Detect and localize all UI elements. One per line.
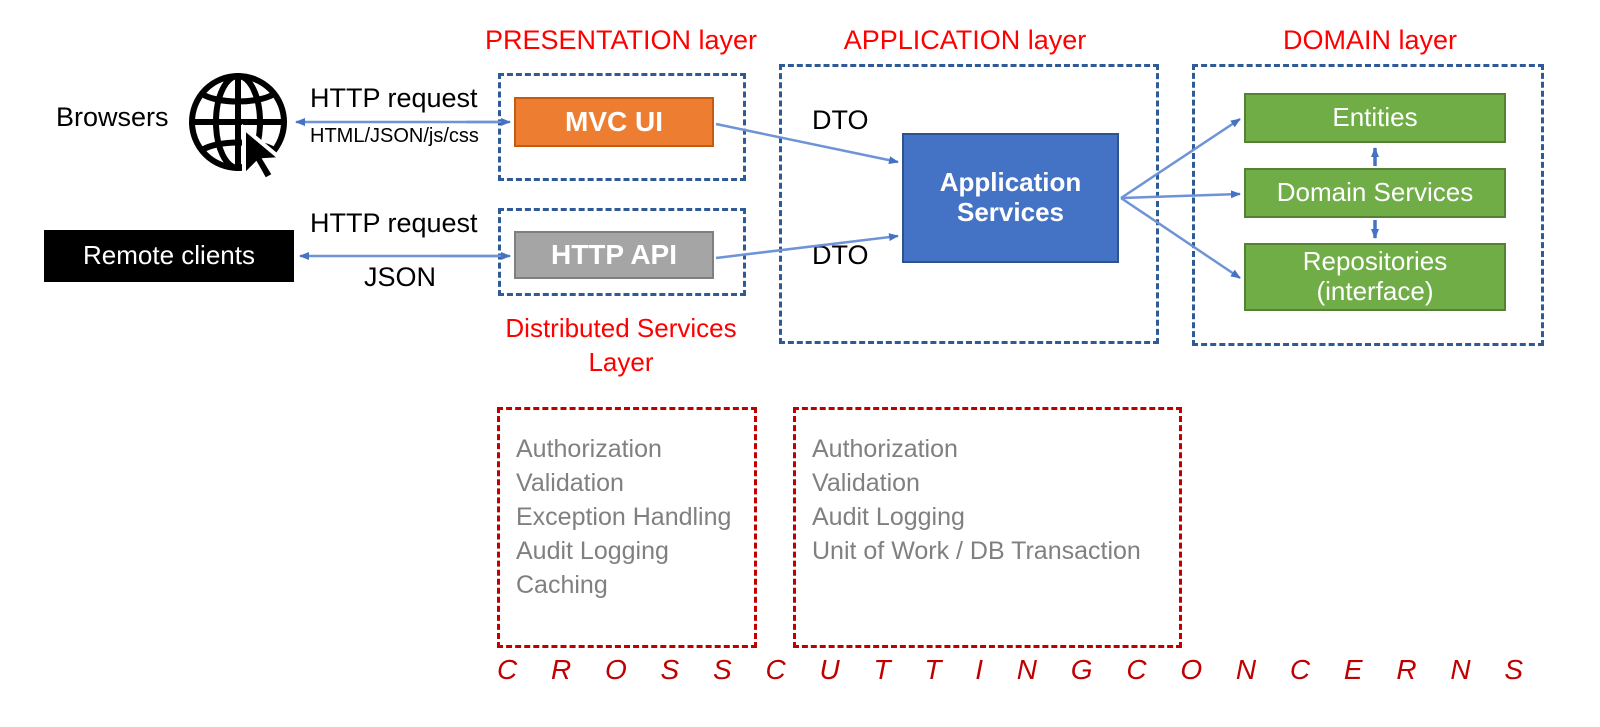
- remote-http-request-label: HTTP request: [310, 208, 478, 238]
- entities-node[interactable]: Entities: [1244, 93, 1506, 143]
- dto-top-label: DTO: [812, 105, 869, 135]
- application-services-node[interactable]: Application Services: [902, 133, 1119, 263]
- distributed-services-concerns-box: Authorization Validation Exception Handl…: [497, 407, 757, 648]
- mvc-ui-node[interactable]: MVC UI: [514, 97, 714, 147]
- presentation-layer-label: PRESENTATION layer: [484, 25, 758, 55]
- globe-cursor-icon: [186, 70, 296, 183]
- browsers-label: Browsers: [56, 102, 169, 132]
- application-concerns-box: Authorization Validation Audit Logging U…: [793, 407, 1182, 648]
- application-layer-label: APPLICATION layer: [843, 25, 1087, 55]
- distributed-services-concerns-list: Authorization Validation Exception Handl…: [516, 435, 732, 599]
- repositories-line-1: Repositories: [1302, 246, 1448, 277]
- repositories-line-2: (interface): [1316, 276, 1434, 306]
- dto-bottom-label: DTO: [812, 240, 869, 270]
- domain-layer-label: DOMAIN layer: [1282, 25, 1458, 55]
- repositories-node[interactable]: Repositories (interface): [1244, 243, 1506, 311]
- remote-response-label: JSON: [364, 262, 437, 292]
- browser-http-request-label: HTTP request: [310, 83, 478, 113]
- distributed-services-layer-label-line-1: Distributed Services: [505, 313, 737, 343]
- application-services-line-2: Services: [957, 197, 1064, 227]
- distributed-services-layer-label: Distributed Services Layer: [480, 311, 762, 379]
- distributed-services-layer-label-line-2: Layer: [588, 347, 654, 377]
- domain-services-node[interactable]: Domain Services: [1244, 168, 1506, 218]
- browser-response-label: HTML/JSON/js/css: [310, 125, 479, 147]
- application-concerns-list: Authorization Validation Audit Logging U…: [812, 435, 1141, 565]
- http-api-node[interactable]: HTTP API: [514, 231, 714, 279]
- cross-cutting-concerns-banner: C R O S S C U T T I N G C O N C E R N S: [497, 654, 1530, 685]
- application-services-line-1: Application: [939, 167, 1082, 198]
- remote-clients-node: Remote clients: [44, 230, 294, 282]
